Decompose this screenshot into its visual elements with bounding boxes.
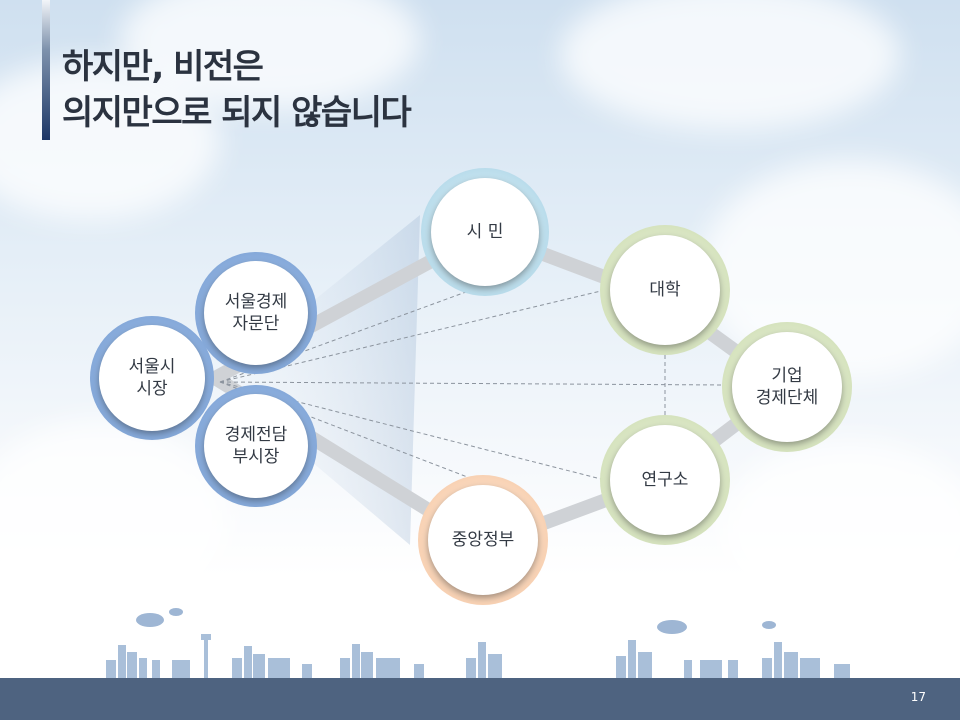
node-business: 기업 경제단체 — [722, 322, 852, 452]
node-label: 연구소 — [641, 470, 689, 490]
cloud-decoration — [560, 0, 900, 130]
title-accent-bar — [42, 0, 50, 140]
node-label: 서울시 시장 — [128, 357, 176, 399]
city-skyline-illustration — [106, 608, 850, 678]
node-label: 중앙정부 — [451, 530, 515, 550]
title-line-2: 의지만으로 되지 않습니다 — [62, 93, 412, 133]
node-deputy: 경제전담 부시장 — [195, 385, 317, 507]
node-advisory: 서울경제 자문단 — [195, 252, 317, 374]
page-title: 하지만, 비전은 의지만으로 되지 않습니다 — [62, 44, 412, 136]
node-label: 서울경제 자문단 — [224, 292, 288, 334]
footer-bar: 17 — [0, 678, 960, 720]
node-label: 시 민 — [466, 222, 504, 242]
node-label: 경제전담 부시장 — [224, 425, 288, 467]
node-label: 기업 경제단체 — [755, 366, 819, 408]
node-citizens: 시 민 — [421, 168, 549, 296]
dashed-link — [219, 381, 726, 386]
node-institute: 연구소 — [600, 415, 730, 545]
node-label: 대학 — [649, 280, 681, 300]
cloud-decoration — [720, 440, 960, 620]
node-university: 대학 — [600, 225, 730, 355]
cloud-decoration — [120, 0, 420, 110]
dashed-link — [219, 284, 486, 383]
cloud-decoration — [0, 420, 230, 620]
title-line-1: 하지만, 비전은 — [62, 47, 264, 87]
node-mayor: 서울시 시장 — [90, 316, 214, 440]
page-number: 17 — [910, 690, 926, 704]
node-government: 중앙정부 — [418, 475, 548, 605]
